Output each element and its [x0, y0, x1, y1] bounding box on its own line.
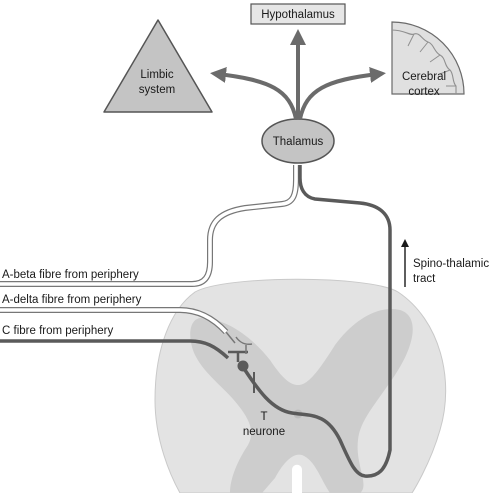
grey-matter-butterfly	[190, 308, 413, 493]
limbic-system-label-line2: system	[139, 84, 175, 96]
thalamus: Thalamus	[261, 118, 335, 164]
spinal-cord-section	[154, 278, 447, 493]
c-fibre-label: C fibre from periphery	[2, 325, 113, 337]
cerebral-cortex-label-line2: cortex	[408, 86, 440, 98]
cerebral-cortex-label-line1: Cerebral	[402, 71, 446, 83]
hypothalamus: Hypothalamus	[250, 3, 346, 25]
hypothalamus-label: Hypothalamus	[261, 9, 335, 21]
limbic-system: Limbic system	[103, 19, 213, 113]
a-beta-fibre-label: A-beta fibre from periphery	[2, 269, 139, 281]
a-beta-fibre	[0, 165, 298, 286]
ventral-median-fissure	[292, 464, 302, 493]
a-delta-fibre-label: A-delta fibre from periphery	[2, 294, 142, 306]
synapse-terminal-light	[235, 336, 253, 354]
cerebral-cortex-sulci	[407, 33, 456, 87]
hypothalamus-box	[250, 3, 346, 25]
a-delta-branch	[225, 331, 236, 344]
spino-thalamic-label-line2: tract	[413, 273, 436, 285]
tract-direction-arrowhead	[401, 239, 409, 247]
synapse-terminal-upper	[228, 350, 248, 362]
t-neurone-label-line2: neurone	[243, 426, 285, 438]
a-beta-fibre-outline	[0, 165, 299, 287]
spino-thalamic-annotation: Spino-thalamic tract	[401, 239, 489, 287]
projection-arrows	[210, 29, 386, 120]
limbic-system-shape	[103, 19, 213, 113]
a-delta-fibre	[0, 308, 228, 334]
c-fibre	[0, 339, 230, 360]
limbic-system-label-line1: Limbic	[140, 69, 173, 81]
t-neurone-label-line1: T	[260, 411, 267, 423]
arrow-to-limbic-system	[210, 66, 298, 120]
cerebral-cortex-shape	[391, 21, 465, 95]
cerebral-cortex-folds	[391, 29, 457, 94]
t-neurone-cell-body	[237, 360, 249, 372]
spino-thalamic-label-line1: Spino-thalamic	[413, 258, 489, 270]
fibres	[0, 165, 392, 478]
thalamus-label: Thalamus	[273, 136, 324, 148]
spino-thalamic-tract	[241, 165, 392, 478]
arrow-to-cerebral-cortex	[298, 66, 386, 120]
cerebral-cortex: Cerebral cortex	[391, 21, 465, 98]
